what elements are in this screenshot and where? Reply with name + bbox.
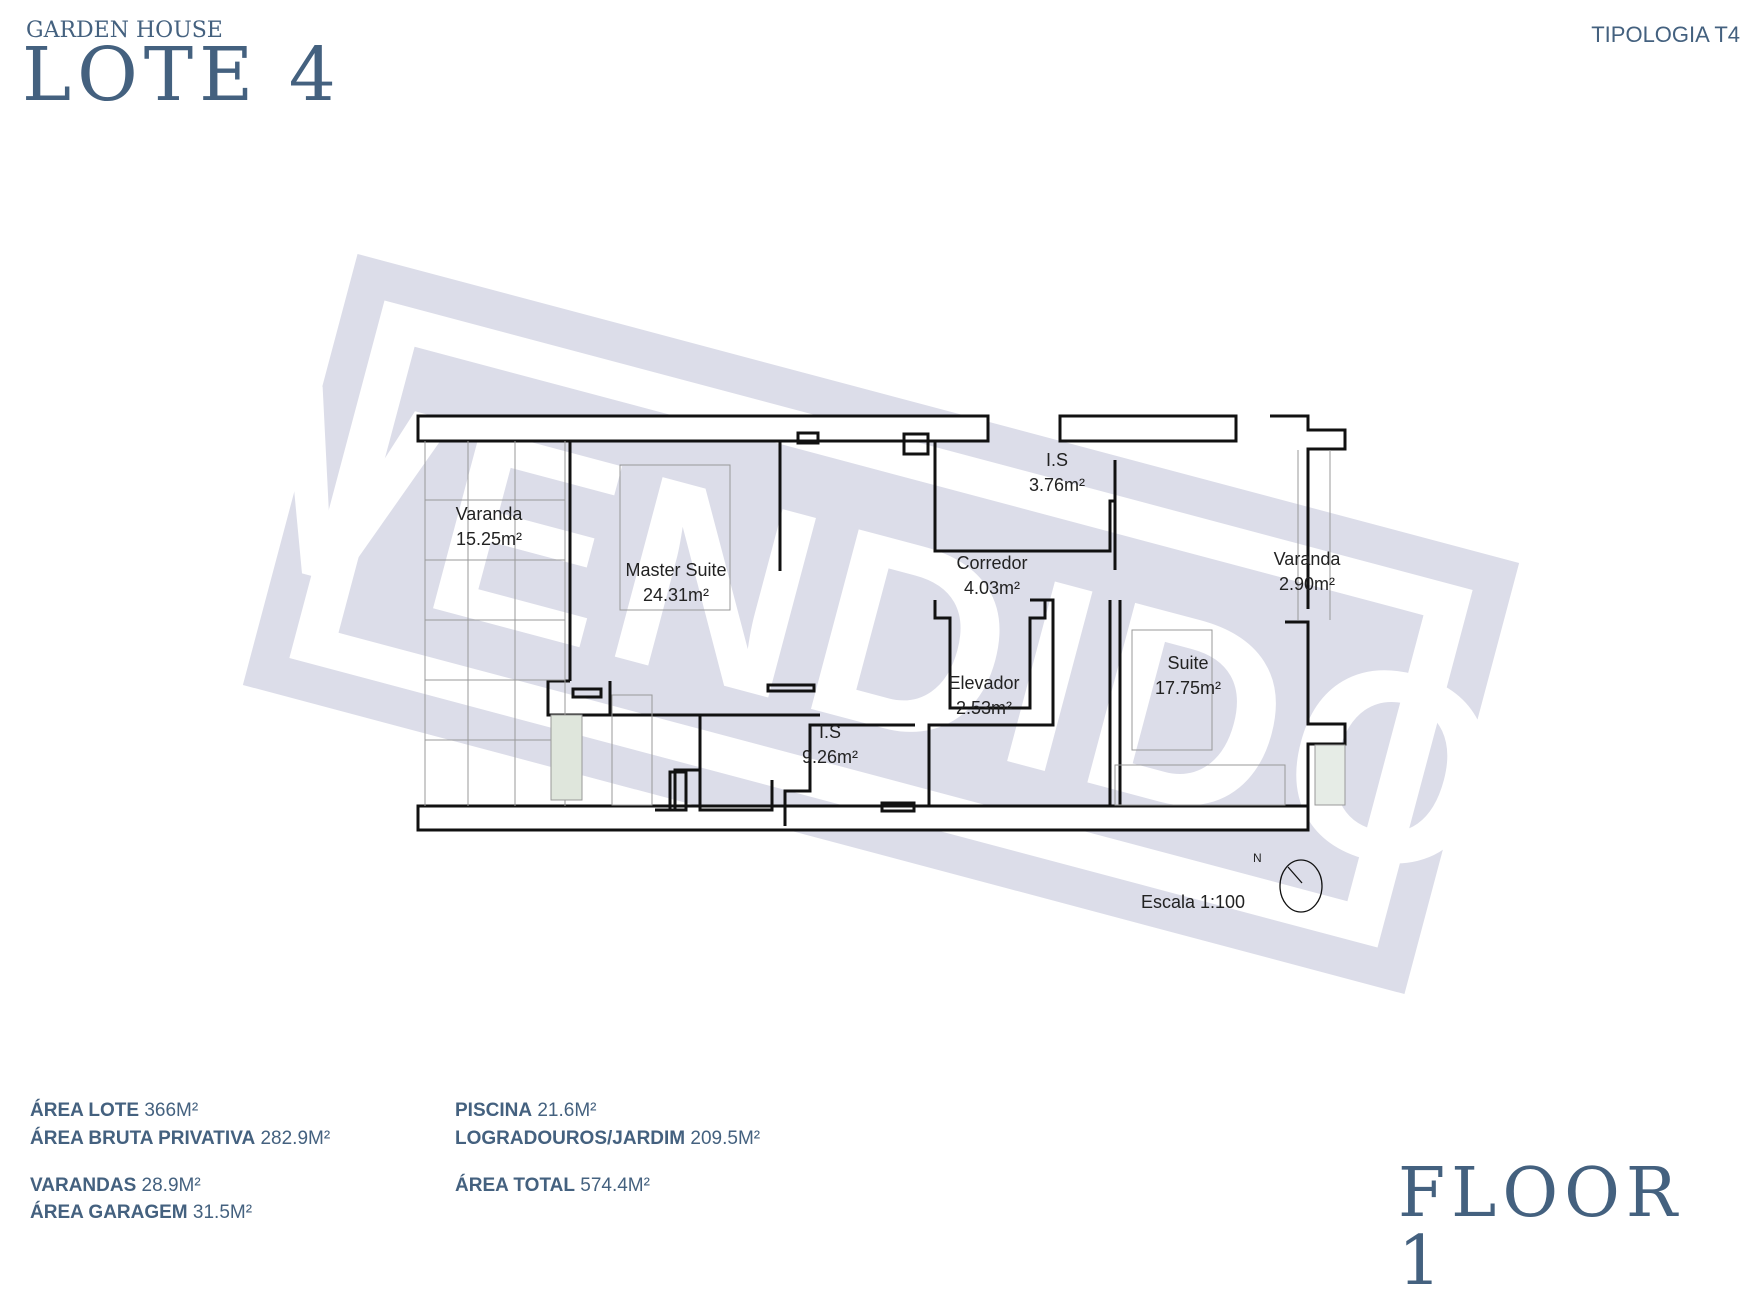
area-piscina: PISCINA 21.6M² <box>455 1100 597 1121</box>
floor-title: FLOOR 1 <box>1398 1154 1684 1301</box>
room-name: Corredor <box>956 553 1027 573</box>
area-varandas: VARANDAS 28.9M² <box>30 1175 201 1196</box>
north-compass-icon: N <box>1253 851 1323 913</box>
room-name: Elevador <box>948 673 1019 693</box>
area-total: ÁREA TOTAL 574.4M² <box>455 1175 650 1196</box>
room-area: 24.31m² <box>643 585 709 605</box>
room-name: Varanda <box>1274 549 1342 569</box>
brand-subtitle: GARDEN HOUSE <box>26 18 223 43</box>
room-name: Suite <box>1167 653 1208 673</box>
room-area: 3.76m² <box>1029 475 1085 495</box>
sold-stamp: VENDIDO <box>219 253 1539 995</box>
area-logradouros: LOGRADOUROS/JARDIM 209.5M² <box>455 1128 761 1149</box>
room-labels: Varanda 15.25m² Master Suite 24.31m² I.S… <box>456 450 1342 767</box>
lot-title: LOTE 4 <box>22 32 342 118</box>
room-name: Master Suite <box>625 560 726 580</box>
room-area: 17.75m² <box>1155 678 1221 698</box>
room-name: I.S <box>1046 450 1068 470</box>
plan-detail-lines <box>424 441 1346 806</box>
area-bruta: ÁREA BRUTA PRIVATIVA 282.9M² <box>30 1128 331 1149</box>
typology-label: TIPOLOGIA T4 <box>1591 22 1740 47</box>
room-name: Varanda <box>456 504 524 524</box>
scale-label: Escala 1:100 <box>1141 892 1245 912</box>
north-label: N <box>1253 851 1262 865</box>
area-garagem: ÁREA GARAGEM 31.5M² <box>30 1202 253 1223</box>
room-area: 2.90m² <box>1279 574 1335 594</box>
stamp-inner-fill <box>338 346 1424 902</box>
area-lote: ÁREA LOTE 366M² <box>30 1100 199 1121</box>
room-name: I.S <box>819 722 841 742</box>
floor-plan-drawing: VENDIDO Varanda 15.25m² <box>219 253 1539 995</box>
room-area: 15.25m² <box>456 529 522 549</box>
room-area: 2.53m² <box>956 698 1012 718</box>
walls <box>416 414 1347 832</box>
room-area: 4.03m² <box>964 578 1020 598</box>
room-area: 9.26m² <box>802 747 858 767</box>
